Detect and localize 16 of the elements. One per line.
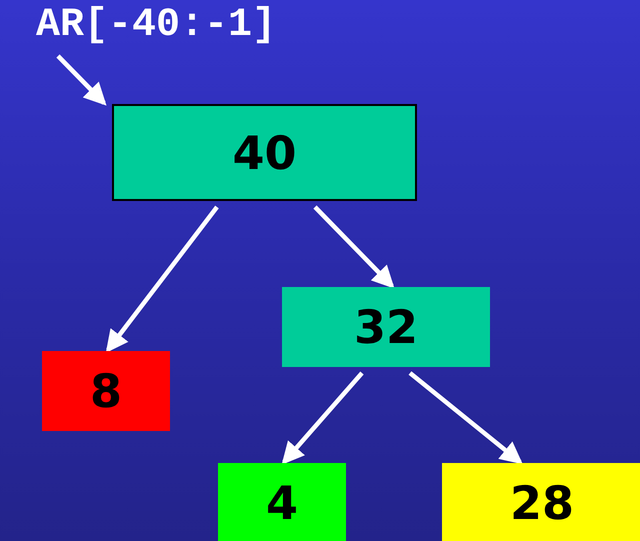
- node-value: 40: [232, 126, 296, 180]
- array-slice-label: AR[-40:-1]: [36, 2, 276, 48]
- arrow: [106, 206, 219, 353]
- arrow: [282, 372, 364, 465]
- node-value: 32: [354, 300, 418, 354]
- node-value: 4: [266, 476, 298, 530]
- tree-node: [442, 463, 640, 541]
- tree-node: [218, 463, 346, 541]
- node-value: 28: [510, 476, 574, 530]
- arrow: [56, 54, 107, 106]
- tree-node: [112, 104, 417, 201]
- tree-node: [42, 351, 170, 431]
- node-value: 8: [90, 364, 122, 418]
- arrow: [408, 371, 523, 464]
- tree-node: [282, 287, 490, 367]
- arrow: [313, 205, 395, 289]
